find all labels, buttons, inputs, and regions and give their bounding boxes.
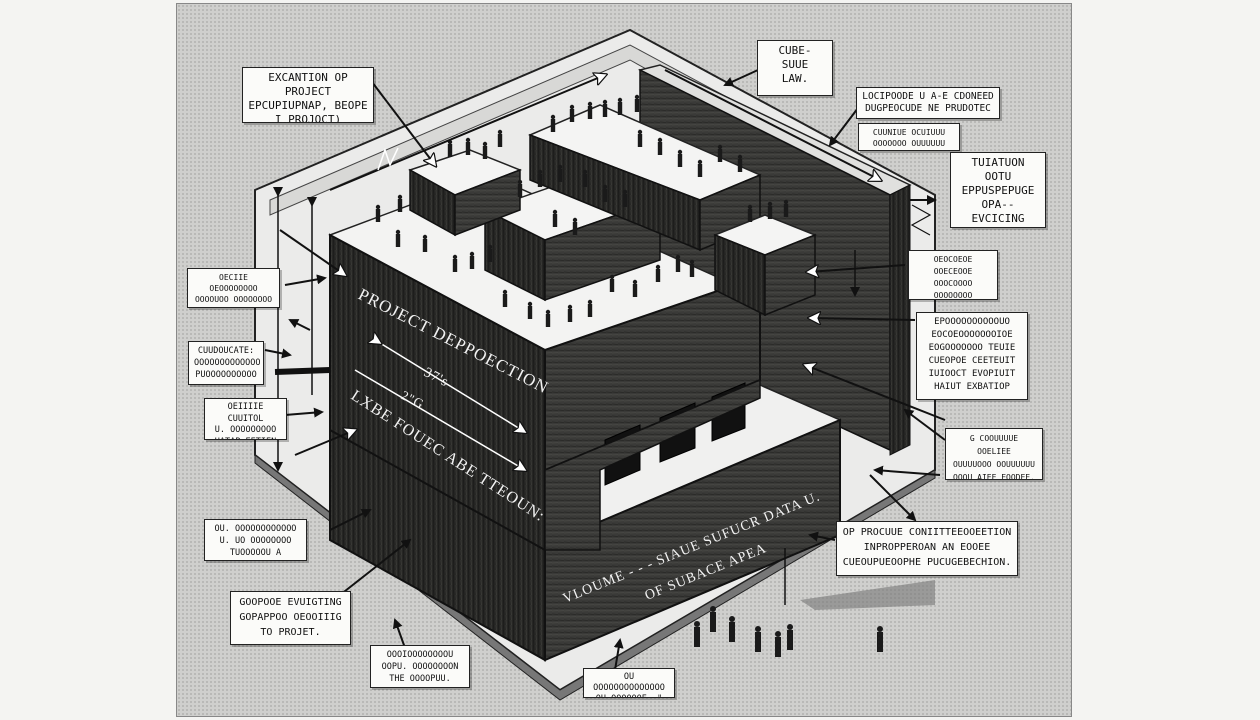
right-block-right-face — [764, 233, 816, 317]
small-block-right-face — [454, 168, 521, 237]
callout-cube-law: CUBE- SUUE LAW. — [757, 40, 833, 96]
callout-right-mid-2: EPOOOOOOOOOOUO EOCOEOOOOOOOIOE EOGOOOOOO… — [916, 312, 1028, 400]
callout-bottom-left-2: GOOPOOE EVUIGTING GOPAPPOO OEOOIIIG TO P… — [230, 591, 351, 645]
break-mark-right — [910, 204, 932, 236]
callout-left-cube: CUUDOUCATE: OOOOOOOOOOOOO PUOOOOOOOOOO — [188, 341, 264, 385]
callout-excavation: EXCANTION OP PROJECT EPCUPIUPNAP, BEOPE … — [242, 67, 374, 123]
callout-top-right: LOCIPOODE U A-E CDONEED DUGPEOCUDE NE PR… — [856, 87, 1000, 119]
base-board-edge — [254, 453, 936, 701]
callout-small-right: CUUNIUE OCUIUUU OOOOOOO OUUUUUU — [858, 123, 960, 151]
main-block-right-face — [544, 283, 761, 472]
callout-right-mid-1: OEOCOEOE OOECEOOE OOOCOOOO OOOOOOOO UCOD… — [908, 250, 998, 300]
callout-right-procure: OP PROCUUE CONIITTEEOOEETION INPROPPEROA… — [836, 521, 1018, 576]
callout-left-top: OECIIE OEOOOOOOOO OOOOUOO OOOOOOOO G. E.… — [187, 268, 280, 308]
callout-arrows — [264, 69, 946, 671]
callout-right-low: G COOUUUUE OOELIEE OUUUUOOO OOUUUUUU OOO… — [945, 428, 1043, 480]
ground-shadow — [800, 580, 935, 610]
callout-tuiation: TUIATUON OOTU EPPUSPEPUGE OPA--EVCICING … — [950, 152, 1046, 228]
dimension-arrows — [354, 343, 525, 470]
break-mark-left — [377, 147, 399, 171]
callout-left-control: OEIIIIE CUUITOL U. OOOOOOOOO HATAP EETIE… — [204, 398, 287, 440]
callout-bottom-mid: OOOIOOOOOOOOU OOPU. OOOOOOOON THE OOOOPU… — [370, 645, 470, 688]
people-figures — [375, 94, 883, 657]
callout-bottom-left-1: OU. OOOOOOOOOOOO U. UO OOOOOOOO TUOOOOOU… — [204, 519, 307, 561]
arcade-front-face — [544, 378, 761, 551]
